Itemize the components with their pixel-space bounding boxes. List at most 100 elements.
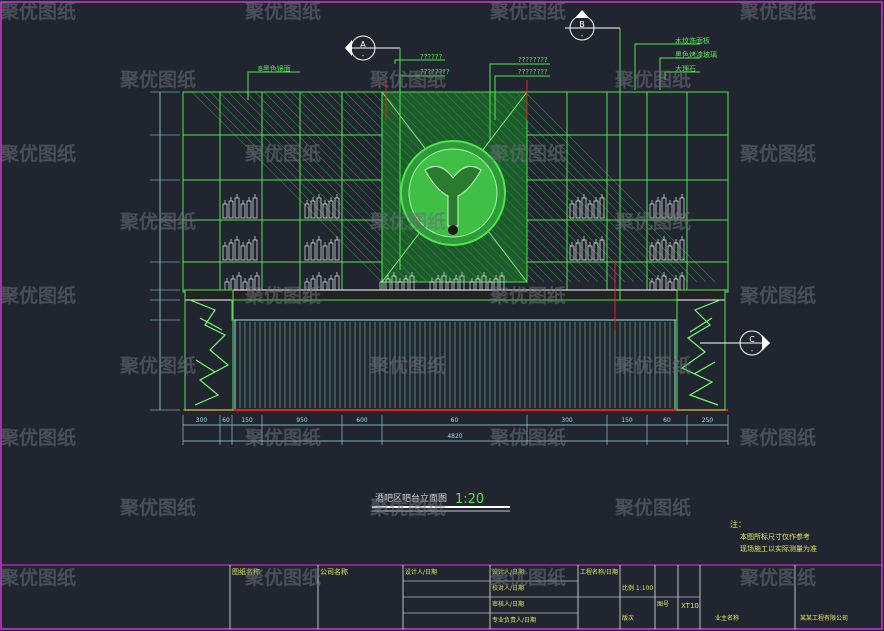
vertical-dimensions	[150, 91, 180, 411]
drawing-title-block: 酒吧区吧台立面图 1:20	[372, 492, 510, 512]
svg-text:校对人/日期: 校对人/日期	[492, 584, 524, 592]
left-shelving	[183, 91, 383, 291]
bottle	[228, 200, 234, 219]
svg-text:图号: 图号	[657, 601, 669, 608]
drawing-scale: 1:20	[455, 492, 484, 507]
hatch-line	[245, 91, 437, 283]
bottle	[234, 239, 240, 261]
svg-text:公司名称: 公司名称	[320, 567, 348, 576]
bottle	[252, 197, 258, 219]
hatch-line	[299, 91, 491, 283]
dim-label: 300	[196, 417, 208, 424]
svg-text:XT10: XT10	[681, 602, 699, 610]
notes: 注： 本图所标尺寸仅作参考 现场施工以实际测量为准	[730, 519, 817, 553]
hatch-line	[263, 91, 455, 283]
hatch-line	[434, 91, 626, 283]
hatch-line	[290, 91, 482, 283]
svg-text:工程名称/日期: 工程名称/日期	[580, 568, 618, 576]
svg-text:-: -	[581, 32, 584, 40]
svg-text:木纹饰面板: 木纹饰面板	[675, 36, 710, 45]
dim-label: 60	[222, 417, 230, 424]
svg-text:??????: ??????	[420, 53, 443, 61]
hatch-line	[425, 91, 617, 283]
callout-center-2: ????????	[400, 68, 450, 77]
watermark-text: 聚优图纸	[0, 0, 76, 23]
hatch-line	[443, 91, 635, 283]
watermark-text: 聚优图纸	[739, 284, 816, 307]
hatch-line	[236, 91, 428, 283]
watermark-text: 聚优图纸	[739, 142, 816, 165]
dim-label: 60	[663, 417, 671, 424]
dim-label: 950	[296, 417, 308, 424]
svg-text:????????: ????????	[518, 68, 548, 76]
watermark-text: 聚优图纸	[244, 142, 321, 165]
dim-label: 60	[451, 417, 459, 424]
svg-text:图纸名称: 图纸名称	[232, 567, 260, 576]
watermark-text: 聚优图纸	[489, 0, 566, 23]
watermark-text: 聚优图纸	[739, 566, 816, 589]
bottle	[334, 239, 340, 261]
hatch-line	[218, 91, 410, 283]
svg-text:-: -	[751, 347, 754, 355]
bottle	[222, 203, 228, 219]
bottle	[240, 245, 246, 261]
watermark-text: 聚优图纸	[369, 68, 446, 91]
watermark-text: 聚优图纸	[489, 426, 566, 449]
left-rock-panel	[184, 289, 234, 411]
watermark-text: 聚优图纸	[489, 142, 566, 165]
watermark-layer: 聚优图纸聚优图纸聚优图纸聚优图纸聚优图纸聚优图纸聚优图纸聚优图纸聚优图纸聚优图纸…	[0, 0, 816, 589]
bottle	[328, 200, 334, 219]
svg-text:B: B	[579, 20, 585, 29]
callout-right: 木纹饰面板 黑色烤漆玻璃 大理石	[634, 36, 717, 90]
svg-text:????????: ????????	[420, 68, 450, 76]
section-marker-c: C -	[700, 330, 770, 356]
watermark-text: 聚优图纸	[119, 210, 196, 233]
watermark-text: 聚优图纸	[369, 496, 446, 519]
bottle	[234, 197, 240, 219]
watermark-text: 聚优图纸	[614, 354, 691, 377]
dim-label: 150	[621, 417, 633, 424]
watermark-text: 聚优图纸	[369, 210, 446, 233]
hatch-line	[254, 91, 446, 283]
svg-text:注：: 注：	[730, 519, 746, 529]
bottle	[304, 203, 310, 219]
svg-text:????????: ????????	[518, 56, 548, 64]
svg-text:版次: 版次	[622, 614, 634, 622]
svg-text:黑色烤漆玻璃: 黑色烤漆玻璃	[675, 50, 717, 59]
hatch-line	[200, 91, 392, 283]
bottle	[310, 200, 316, 219]
svg-text:C: C	[749, 335, 755, 344]
watermark-text: 聚优图纸	[119, 354, 196, 377]
watermark-text: 聚优图纸	[119, 496, 196, 519]
watermark-text: 聚优图纸	[244, 426, 321, 449]
emblem-ball	[448, 225, 458, 235]
counter-slats	[239, 322, 671, 408]
dim-label: 600	[356, 417, 368, 424]
right-rock-panel	[676, 289, 726, 411]
bottle	[222, 245, 228, 261]
watermark-text: 聚优图纸	[244, 284, 321, 307]
watermark-text: 聚优图纸	[614, 210, 691, 233]
hatch-line	[209, 91, 401, 283]
hatch-line	[452, 91, 644, 283]
hatch-line	[191, 91, 383, 283]
bottle	[316, 239, 322, 261]
svg-text:本图所标尺寸仅作参考: 本图所标尺寸仅作参考	[740, 532, 810, 541]
watermark-text: 聚优图纸	[0, 142, 76, 165]
bottle	[252, 239, 258, 261]
hatch-line	[416, 91, 608, 283]
svg-text:业主名称: 业主名称	[715, 614, 739, 622]
svg-text:-: -	[362, 52, 365, 60]
dim-total-label: 4820	[447, 433, 462, 440]
drawing-title: 酒吧区吧台立面图	[375, 492, 447, 504]
hatch-line	[281, 91, 473, 283]
watermark-text: 聚优图纸	[489, 566, 566, 589]
hatch-line	[515, 91, 707, 283]
svg-text:设计人/日期: 设计人/日期	[492, 568, 524, 576]
right-rock-texture	[680, 299, 721, 406]
watermark-text: 聚优图纸	[489, 284, 566, 307]
right-shelving	[527, 91, 729, 291]
bottle	[304, 245, 310, 261]
